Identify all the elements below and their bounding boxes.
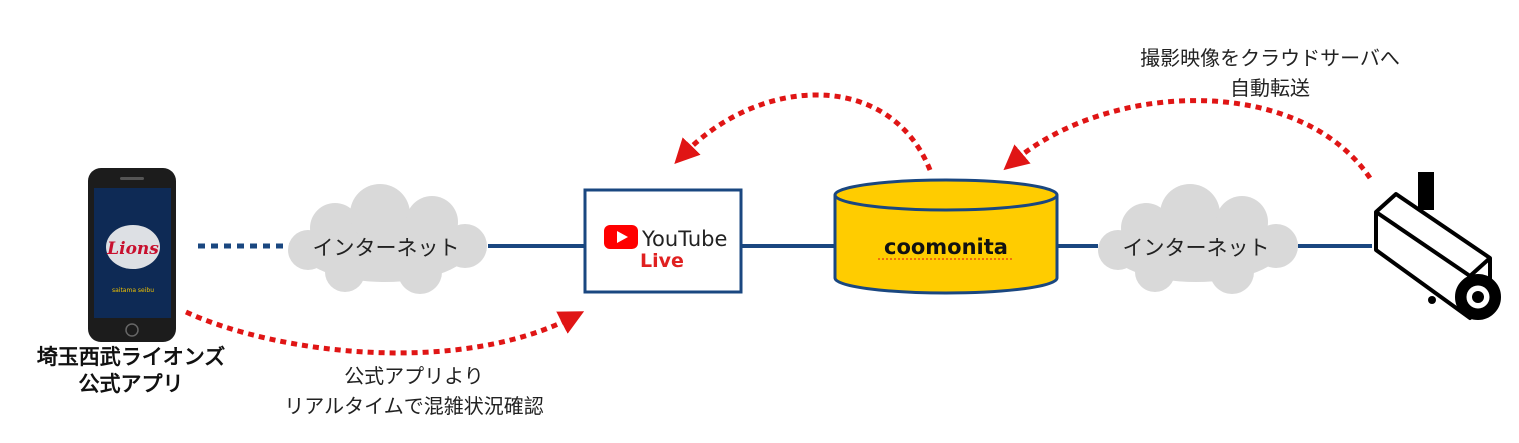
cloud-left-icon bbox=[288, 184, 487, 294]
flow-arrow-phone-to-youtube bbox=[184, 309, 585, 356]
svg-text:Lions: Lions bbox=[106, 239, 159, 259]
view-annotation-line1: 公式アプリより bbox=[344, 364, 484, 388]
database-label: coomonita bbox=[884, 235, 1008, 259]
youtube-play-icon bbox=[604, 225, 638, 249]
smartphone-home-button bbox=[125, 323, 139, 337]
view-annotation-line2: リアルタイムで混雑状況確認 bbox=[284, 394, 543, 418]
flow-arrow-camera-to-db bbox=[1003, 98, 1373, 180]
lions-logo-icon: Lions bbox=[106, 225, 160, 269]
youtube-brand: YouTube bbox=[641, 227, 727, 251]
cloud-right-icon bbox=[1098, 184, 1298, 294]
flow-arrow-db-to-youtube bbox=[674, 92, 933, 171]
smartphone: Lions saitama seibu bbox=[88, 168, 176, 342]
database-icon bbox=[833, 178, 1059, 295]
phone-label-line1: 埼玉西武ライオンズ bbox=[37, 345, 226, 369]
smartphone-speaker bbox=[120, 177, 144, 180]
cloud-left-label: インターネット bbox=[313, 236, 460, 260]
upload-annotation-line1: 撮影映像をクラウドサーバへ bbox=[1140, 46, 1400, 70]
cloud-right-label: インターネット bbox=[1123, 236, 1270, 260]
phone-label-line2: 公式アプリ bbox=[79, 372, 184, 396]
app-sub-text: saitama seibu bbox=[112, 287, 154, 294]
upload-annotation-line2: 自動転送 bbox=[1230, 76, 1310, 100]
security-camera-icon bbox=[1374, 172, 1501, 320]
youtube-live: Live bbox=[640, 250, 684, 272]
